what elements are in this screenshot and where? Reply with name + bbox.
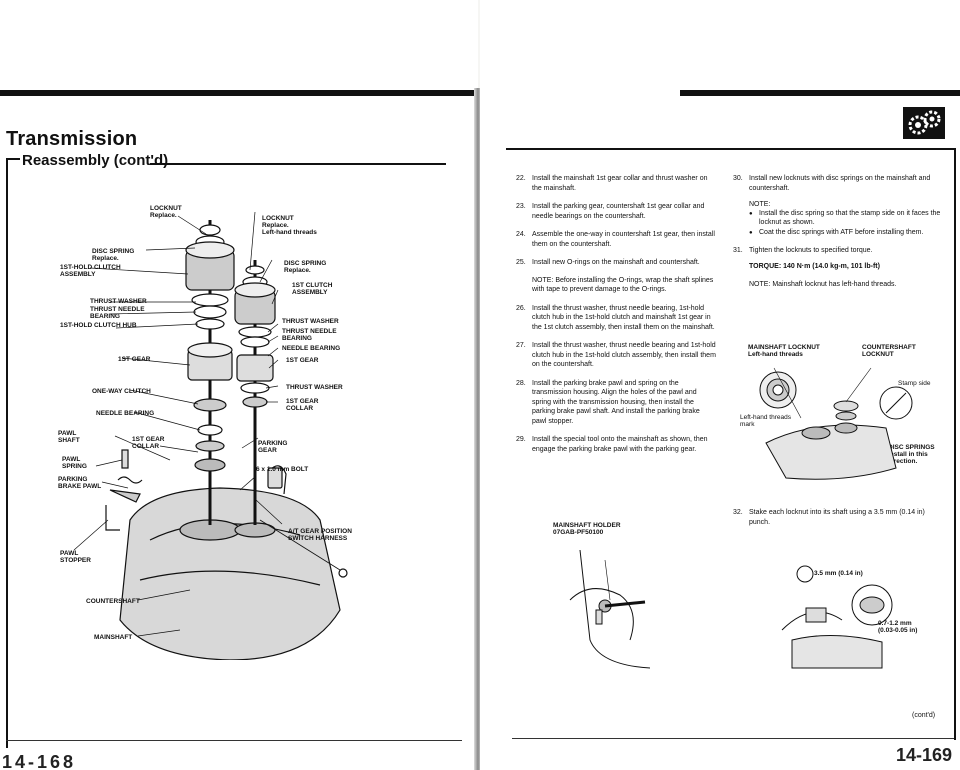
label-locknut-top: LOCKNUT Replace. xyxy=(150,205,182,219)
label-mainshaft-holder: MAINSHAFT HOLDER 07GAB-PF50100 xyxy=(553,522,621,536)
label-1st-gear-left: 1ST GEAR xyxy=(118,356,151,363)
step-32-wrapper: 32.Stake each locknut into its shaft usi… xyxy=(733,508,945,536)
label-pawl-stopper: PAWL STOPPER xyxy=(60,550,91,564)
label-thrust-needle-bearing-left: THRUST NEEDLE BEARING xyxy=(90,306,145,320)
frame-tick xyxy=(6,158,20,160)
label-locknut-right: LOCKNUT Replace. Left-hand threads xyxy=(262,215,317,236)
label-one-way-clutch: ONE-WAY CLUTCH xyxy=(92,388,151,395)
step-28: 28.Install the parking brake pawl and sp… xyxy=(516,379,700,425)
label-1st-gear-right: 1ST GEAR xyxy=(286,357,319,364)
note-title: NOTE: xyxy=(749,201,771,208)
frame-bottom xyxy=(6,740,462,741)
step-29: 29.Install the special tool onto the mai… xyxy=(516,436,708,453)
torque-spec: TORQUE: 140 N·m (14.0 kg-m, 101 lb-ft) xyxy=(749,263,880,270)
label-1st-hold-clutch-hub: 1ST-HOLD CLUTCH HUB xyxy=(60,322,137,329)
steps-column-1: 22.Install the mainshaft 1st gear collar… xyxy=(516,174,716,463)
label-parking-brake-pawl: PARKING BRAKE PAWL xyxy=(58,476,102,490)
step-26: 26.Install the thrust washer, thrust nee… xyxy=(516,304,715,331)
label-disc-spring-left: DISC SPRING Replace. xyxy=(92,248,135,262)
label-pawl-shaft: PAWL SHAFT xyxy=(58,430,80,444)
sub-title: Reassembly (cont'd) xyxy=(22,152,169,169)
step-31-note: NOTE: Mainshaft locknut has left-hand th… xyxy=(749,281,897,288)
section-title: Transmission xyxy=(6,128,138,150)
label-stake-depth: 0.7-1.2 mm (0.03-0.05 in) xyxy=(878,620,918,634)
frame-left xyxy=(6,158,8,748)
exploded-transmission-diagram xyxy=(73,211,348,660)
top-band xyxy=(0,90,478,96)
sub-title-rule xyxy=(150,163,446,165)
label-thrust-needle-bearing-right: THRUST NEEDLE BEARING xyxy=(282,328,337,342)
label-disc-spring-right: DISC SPRING Replace. xyxy=(284,260,327,274)
label-left-hand-threads: Left-hand threads mark xyxy=(740,414,791,428)
label-1st-gear-collar-left: 1ST GEAR COLLAR xyxy=(132,436,165,450)
gear-icon xyxy=(903,107,945,139)
right-top-rule xyxy=(506,148,954,150)
step-25-note: NOTE: Before installing the O-rings, wra… xyxy=(532,276,714,294)
label-thrust-washer-left: THRUST WASHER xyxy=(90,298,147,305)
step-25: 25.Install new O-rings on the mainshaft … xyxy=(516,258,716,295)
label-countershaft: COUNTERSHAFT xyxy=(86,598,140,605)
label-at-gear-harness: A/T GEAR POSITION SWITCH HARNESS xyxy=(288,528,352,542)
label-thrust-washer-right-top: THRUST WASHER xyxy=(282,318,339,325)
step-22: 22.Install the mainshaft 1st gear collar… xyxy=(516,175,708,192)
page-number-left: 14-168 xyxy=(2,752,77,770)
label-mainshaft: MAINSHAFT xyxy=(94,634,133,641)
label-thrust-washer-right-mid: THRUST WASHER xyxy=(286,384,343,391)
label-needle-bearing-left: NEEDLE BEARING xyxy=(96,410,155,417)
locknut-figure xyxy=(759,367,913,480)
step-27: 27.Install the thrust washer, thrust nee… xyxy=(516,342,716,368)
top-band-right xyxy=(680,90,960,96)
label-bolt: 6 x 1.0 mm BOLT xyxy=(256,466,309,473)
page-number-right: 14-169 xyxy=(896,745,953,765)
note-bullet-2: Coat the disc springs with ATF before in… xyxy=(733,229,945,238)
label-stamp-side: Stamp side xyxy=(898,380,931,387)
label-punch-size: 3.5 mm (0.14 in) xyxy=(814,570,863,577)
continued-label: (cont'd) xyxy=(912,712,936,719)
steps-column-2: 30.Install new locknuts with disc spring… xyxy=(733,174,945,298)
mainshaft-holder-figure xyxy=(569,549,651,669)
right-frame-bar xyxy=(954,148,956,740)
step-24: 24.Assemble the one-way in countershaft … xyxy=(516,231,715,248)
label-parking-gear: PARKING GEAR xyxy=(258,440,288,454)
left-page: Transmission Reassembly (cont'd) xyxy=(0,0,478,770)
step-32: 32.Stake each locknut into its shaft usi… xyxy=(733,509,925,526)
label-countershaft-locknut: COUNTERSHAFT LOCKNUT xyxy=(862,344,916,358)
step-23: 23.Install the parking gear, countershaf… xyxy=(516,203,705,220)
label-1st-hold-clutch-assembly: 1ST-HOLD CLUTCH ASSEMBLY xyxy=(60,264,121,278)
label-1st-gear-collar-right: 1ST GEAR COLLAR xyxy=(286,398,319,412)
label-needle-bearing-right: NEEDLE BEARING xyxy=(282,345,341,352)
label-1st-clutch-assembly: 1ST CLUTCH ASSEMBLY xyxy=(292,282,333,296)
step-31: 31.Tighten the locknuts to specified tor… xyxy=(733,246,873,254)
step-30: 30.Install new locknuts with disc spring… xyxy=(733,175,931,192)
label-mainshaft-locknut: MAINSHAFT LOCKNUT Left-hand threads xyxy=(748,344,820,358)
right-bottom-rule xyxy=(512,738,954,739)
note-bullet-1: Install the disc spring so that the stam… xyxy=(733,210,945,227)
stake-figure xyxy=(781,565,893,669)
label-disc-springs: DISC SPRINGS Install in this direction. xyxy=(888,444,935,465)
label-pawl-spring: PAWL SPRING xyxy=(62,456,87,470)
page-gutter xyxy=(474,88,484,770)
